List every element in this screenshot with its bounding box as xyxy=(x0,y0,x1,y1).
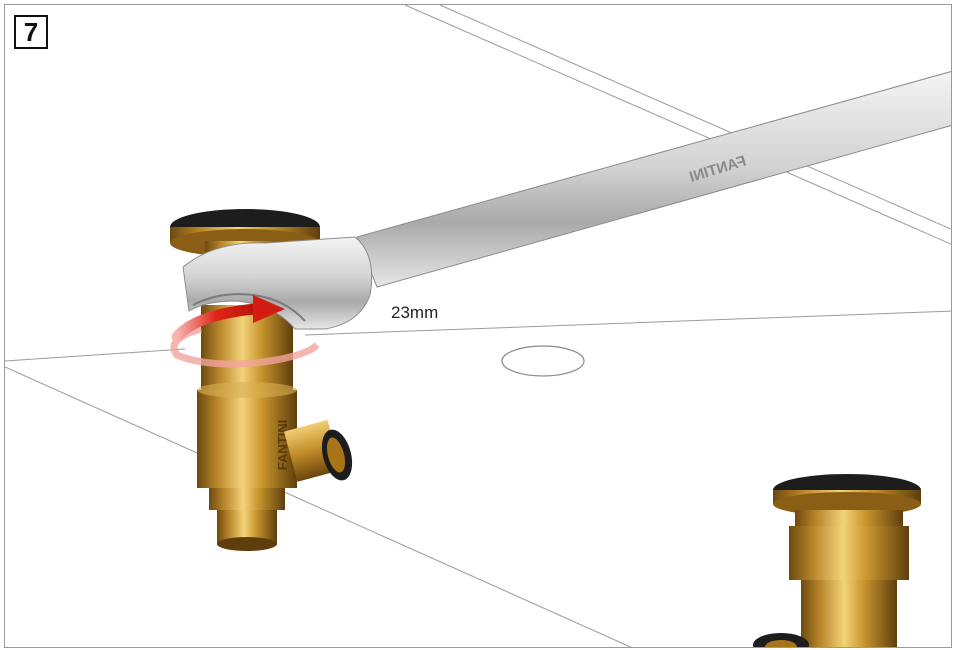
left-valve-body: FANTINI xyxy=(197,305,297,551)
countertop-lines xyxy=(5,5,951,647)
assembly-illustration: FANTINI FANTINI xyxy=(5,5,951,647)
left-valve-side-outlet xyxy=(284,419,353,482)
step-number-badge: 7 xyxy=(14,15,48,49)
wrench-size-label: 23mm xyxy=(391,303,439,322)
illustration-frame: FANTINI FANTINI xyxy=(4,4,952,648)
mounting-hole xyxy=(501,345,585,377)
right-valve xyxy=(753,474,921,647)
wrench: FANTINI xyxy=(182,71,951,330)
rotation-arrow-icon xyxy=(170,295,320,368)
